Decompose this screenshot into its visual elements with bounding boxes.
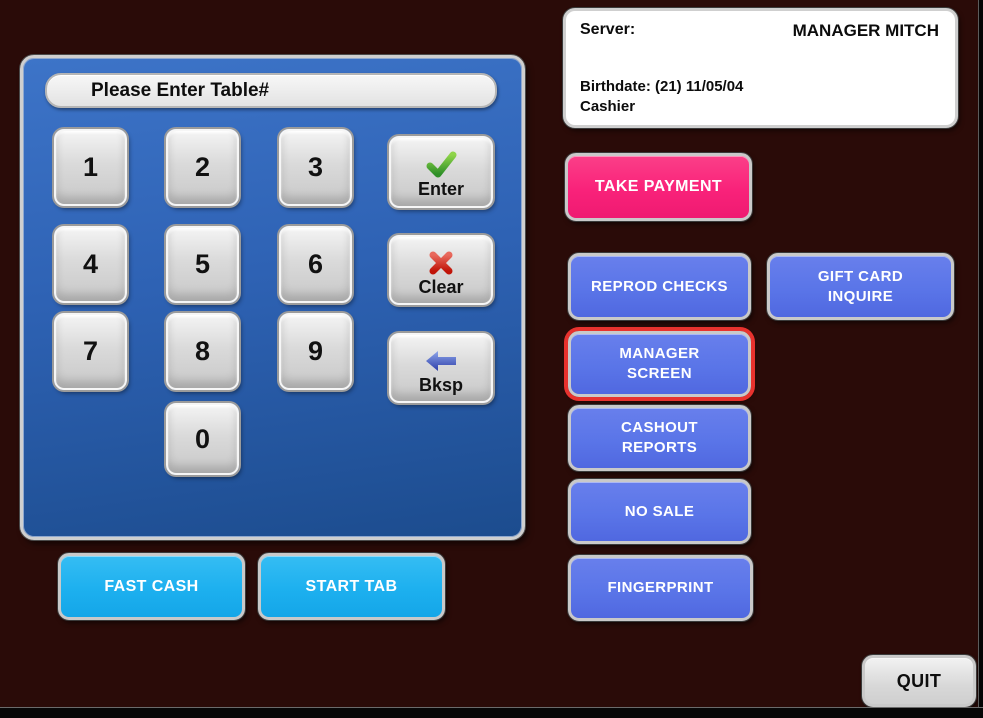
clear-label: Clear: [418, 276, 464, 297]
key-5[interactable]: 5: [166, 226, 239, 303]
key-4[interactable]: 4: [54, 226, 127, 303]
red-x-icon: [427, 249, 455, 277]
key-3[interactable]: 3: [279, 129, 352, 206]
quit-button[interactable]: QUIT: [862, 655, 976, 707]
screen-right-edge: [978, 0, 983, 718]
fast-cash-button[interactable]: FAST CASH: [58, 553, 245, 620]
screen-bottom-edge: [0, 707, 983, 718]
blue-left-arrow-icon: [424, 347, 458, 375]
key-8[interactable]: 8: [166, 313, 239, 390]
key-9[interactable]: 9: [279, 313, 352, 390]
table-entry-keypad-panel: Please Enter Table# 1 2 3 4 5 6 7 8 9 0: [20, 55, 525, 540]
server-birthdate-role: Birthdate: (21) 11/05/04 Cashier: [580, 78, 744, 115]
server-info-panel: Server: MANAGER MITCH Birthdate: (21) 11…: [563, 8, 958, 128]
key-2[interactable]: 2: [166, 129, 239, 206]
clear-button[interactable]: Clear: [389, 235, 493, 305]
key-6[interactable]: 6: [279, 226, 352, 303]
enter-button[interactable]: Enter: [389, 136, 493, 208]
gift-card-inquire-button[interactable]: GIFT CARD INQUIRE: [767, 253, 954, 320]
server-name: MANAGER MITCH: [792, 21, 939, 40]
cashout-reports-button[interactable]: CASHOUT REPORTS: [568, 405, 751, 471]
reprod-checks-button[interactable]: REPROD CHECKS: [568, 253, 751, 320]
no-sale-button[interactable]: NO SALE: [568, 479, 751, 544]
key-0[interactable]: 0: [166, 403, 239, 475]
table-number-display: Please Enter Table#: [45, 73, 497, 108]
key-1[interactable]: 1: [54, 129, 127, 206]
start-tab-button[interactable]: START TAB: [258, 553, 445, 620]
manager-screen-button[interactable]: MANAGER SCREEN: [568, 331, 751, 397]
enter-label: Enter: [417, 178, 464, 199]
server-label: Server:: [580, 21, 636, 38]
take-payment-button[interactable]: TAKE PAYMENT: [565, 153, 752, 221]
backspace-button[interactable]: Bksp: [389, 333, 493, 403]
table-entry-prompt: Please Enter Table#: [91, 79, 270, 101]
green-check-icon: [425, 151, 457, 179]
bksp-label: Bksp: [418, 374, 463, 395]
fingerprint-button[interactable]: FINGERPRINT: [568, 555, 753, 621]
key-7[interactable]: 7: [54, 313, 127, 390]
